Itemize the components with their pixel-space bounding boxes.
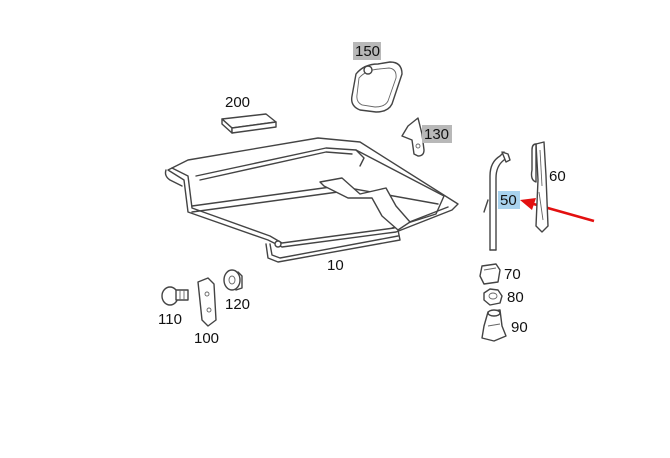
label-110[interactable]: 110: [158, 311, 182, 328]
part-70-clip-drawing: [479, 263, 501, 285]
part-100-plate-drawing: [197, 277, 217, 327]
label-60[interactable]: 60: [549, 168, 566, 185]
label-50-highlight: [498, 191, 520, 209]
part-110-bolt-drawing: [161, 286, 189, 306]
part-50-rod-drawing: [483, 151, 511, 251]
label-130[interactable]: 130: [424, 126, 449, 143]
label-100[interactable]: 100: [194, 330, 219, 347]
part-80-nut-drawing: [483, 288, 503, 306]
label-150[interactable]: 150: [355, 43, 380, 60]
label-150-highlight: [353, 42, 381, 60]
part-200-pad-drawing: [221, 113, 277, 134]
label-90[interactable]: 90: [511, 319, 528, 336]
part-90-holder-drawing: [481, 309, 507, 342]
part-10-frame-drawing: [164, 137, 459, 263]
part-60-hinge-drawing: [530, 141, 549, 233]
label-120[interactable]: 120: [225, 296, 250, 313]
label-50[interactable]: 50: [500, 192, 517, 209]
label-10[interactable]: 10: [327, 257, 344, 274]
part-130-bracket-drawing: [401, 117, 425, 157]
label-200[interactable]: 200: [225, 94, 250, 111]
part-150-cover-drawing: [350, 61, 403, 113]
pointer-arrow-icon: [520, 198, 595, 223]
label-70[interactable]: 70: [504, 266, 521, 283]
part-120-grommet-drawing: [223, 269, 243, 291]
label-130-highlight: [422, 125, 452, 143]
label-80[interactable]: 80: [507, 289, 524, 306]
